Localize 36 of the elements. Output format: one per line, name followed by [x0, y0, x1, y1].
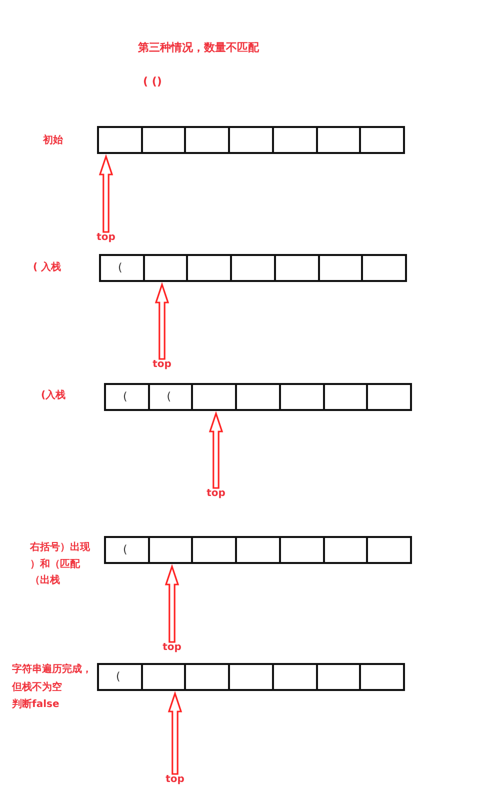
stack-array	[104, 383, 412, 411]
stack-cell	[361, 254, 407, 282]
step-label: ）和（匹配	[30, 558, 80, 572]
stack-cell: (	[104, 536, 148, 564]
stack-cell: (	[97, 663, 141, 691]
stack-cell	[359, 126, 405, 154]
block-arrow	[168, 690, 182, 775]
step-label: （出栈	[30, 574, 60, 588]
block-arrow	[154, 282, 170, 360]
stack-array	[99, 254, 407, 282]
pointer-label: top	[166, 774, 184, 786]
stack-cell: (	[104, 383, 148, 411]
pointer-label: top	[162, 642, 182, 654]
stack-array	[97, 126, 405, 154]
block-arrow	[164, 564, 180, 643]
stack-cell	[366, 383, 412, 411]
step-label: 但栈不为空	[12, 680, 62, 694]
bracket-string: ( ()	[143, 75, 162, 89]
pointer-label: top	[152, 359, 172, 371]
pointer-label: top	[96, 232, 116, 244]
title: 第三种情况，数量不匹配	[138, 41, 259, 55]
step-label: 初始	[43, 134, 63, 148]
block-arrow	[208, 410, 224, 489]
stack-array	[104, 536, 412, 564]
stack-cell: (	[148, 383, 192, 411]
stack-cell	[366, 536, 412, 564]
block-arrow	[98, 154, 114, 233]
stack-array	[97, 663, 405, 691]
step-label: ( 入栈	[33, 261, 62, 275]
stack-cell: (	[99, 254, 143, 282]
pointer-label: top	[206, 488, 226, 500]
step-label: (入栈	[41, 389, 66, 403]
step-label: 判断false	[12, 698, 60, 712]
step-label: 右括号）出现	[30, 541, 90, 555]
stack-cell	[359, 663, 405, 691]
step-label: 字符串遍历完成，	[12, 663, 92, 677]
